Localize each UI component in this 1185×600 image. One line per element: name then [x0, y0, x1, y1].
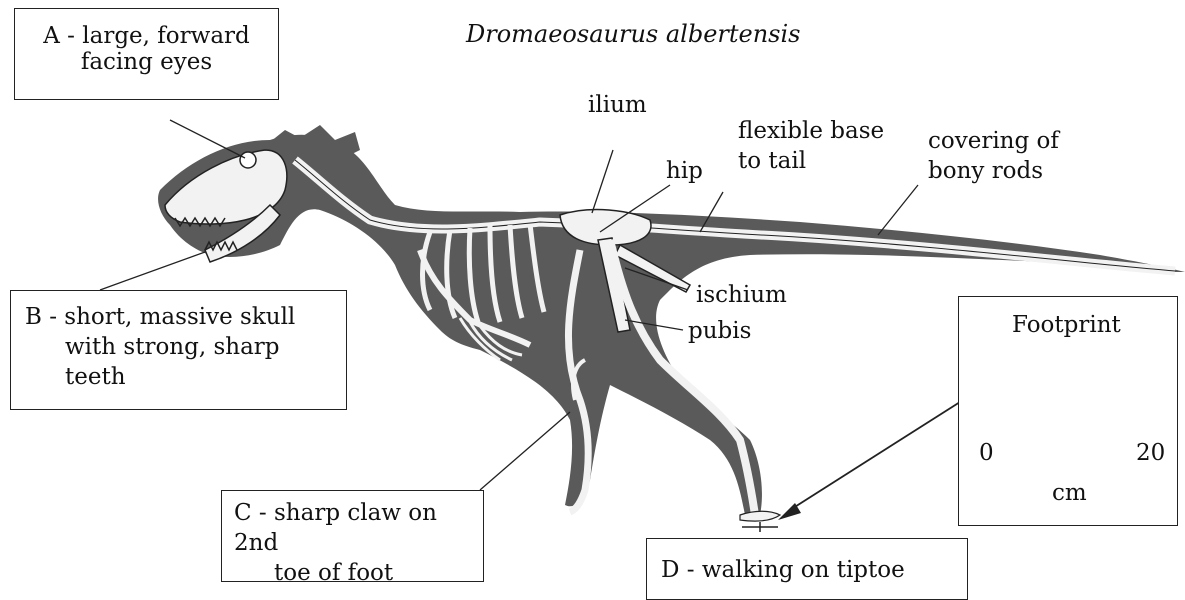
label-flexible-base-1: flexible base — [738, 118, 884, 144]
diagram-title: Dromaeosaurus albertensis — [466, 20, 800, 48]
label-covering-2: bony rods — [928, 158, 1043, 184]
callout-d-line1: D - walking on tiptoe — [661, 557, 967, 583]
callout-b-line1: B - short, massive skull — [25, 303, 346, 333]
callout-c-line1: C - sharp claw on 2nd — [234, 499, 483, 559]
callout-c-line2: toe of foot — [234, 559, 483, 589]
label-pubis: pubis — [688, 318, 751, 344]
scale-unit-label: cm — [1052, 480, 1087, 506]
callout-b-line3: teeth — [25, 363, 346, 393]
label-ischium: ischium — [696, 282, 787, 308]
label-hip: hip — [666, 158, 703, 184]
scale-min-label: 0 — [979, 440, 994, 466]
label-ilium: ilium — [588, 92, 647, 118]
callout-b-line2: with strong, sharp — [25, 333, 346, 363]
callout-a-line2: facing eyes — [15, 49, 278, 75]
footprint-title: Footprint — [1012, 312, 1121, 338]
callout-c-box: C - sharp claw on 2nd toe of foot — [221, 490, 484, 582]
scale-max-label: 20 — [1136, 440, 1165, 466]
ground-tick — [742, 522, 778, 532]
eye-socket — [240, 152, 256, 168]
footprint-arrow — [790, 402, 960, 510]
callout-a-box: A - large, forward facing eyes — [14, 8, 279, 100]
label-covering-1: covering of — [928, 128, 1059, 154]
near-foot — [740, 511, 780, 521]
callout-a-line1: A - large, forward — [15, 23, 278, 49]
callout-d-box: D - walking on tiptoe — [646, 538, 968, 600]
callout-b-box: B - short, massive skull with strong, sh… — [10, 290, 347, 410]
label-flexible-base-2: to tail — [738, 148, 806, 174]
